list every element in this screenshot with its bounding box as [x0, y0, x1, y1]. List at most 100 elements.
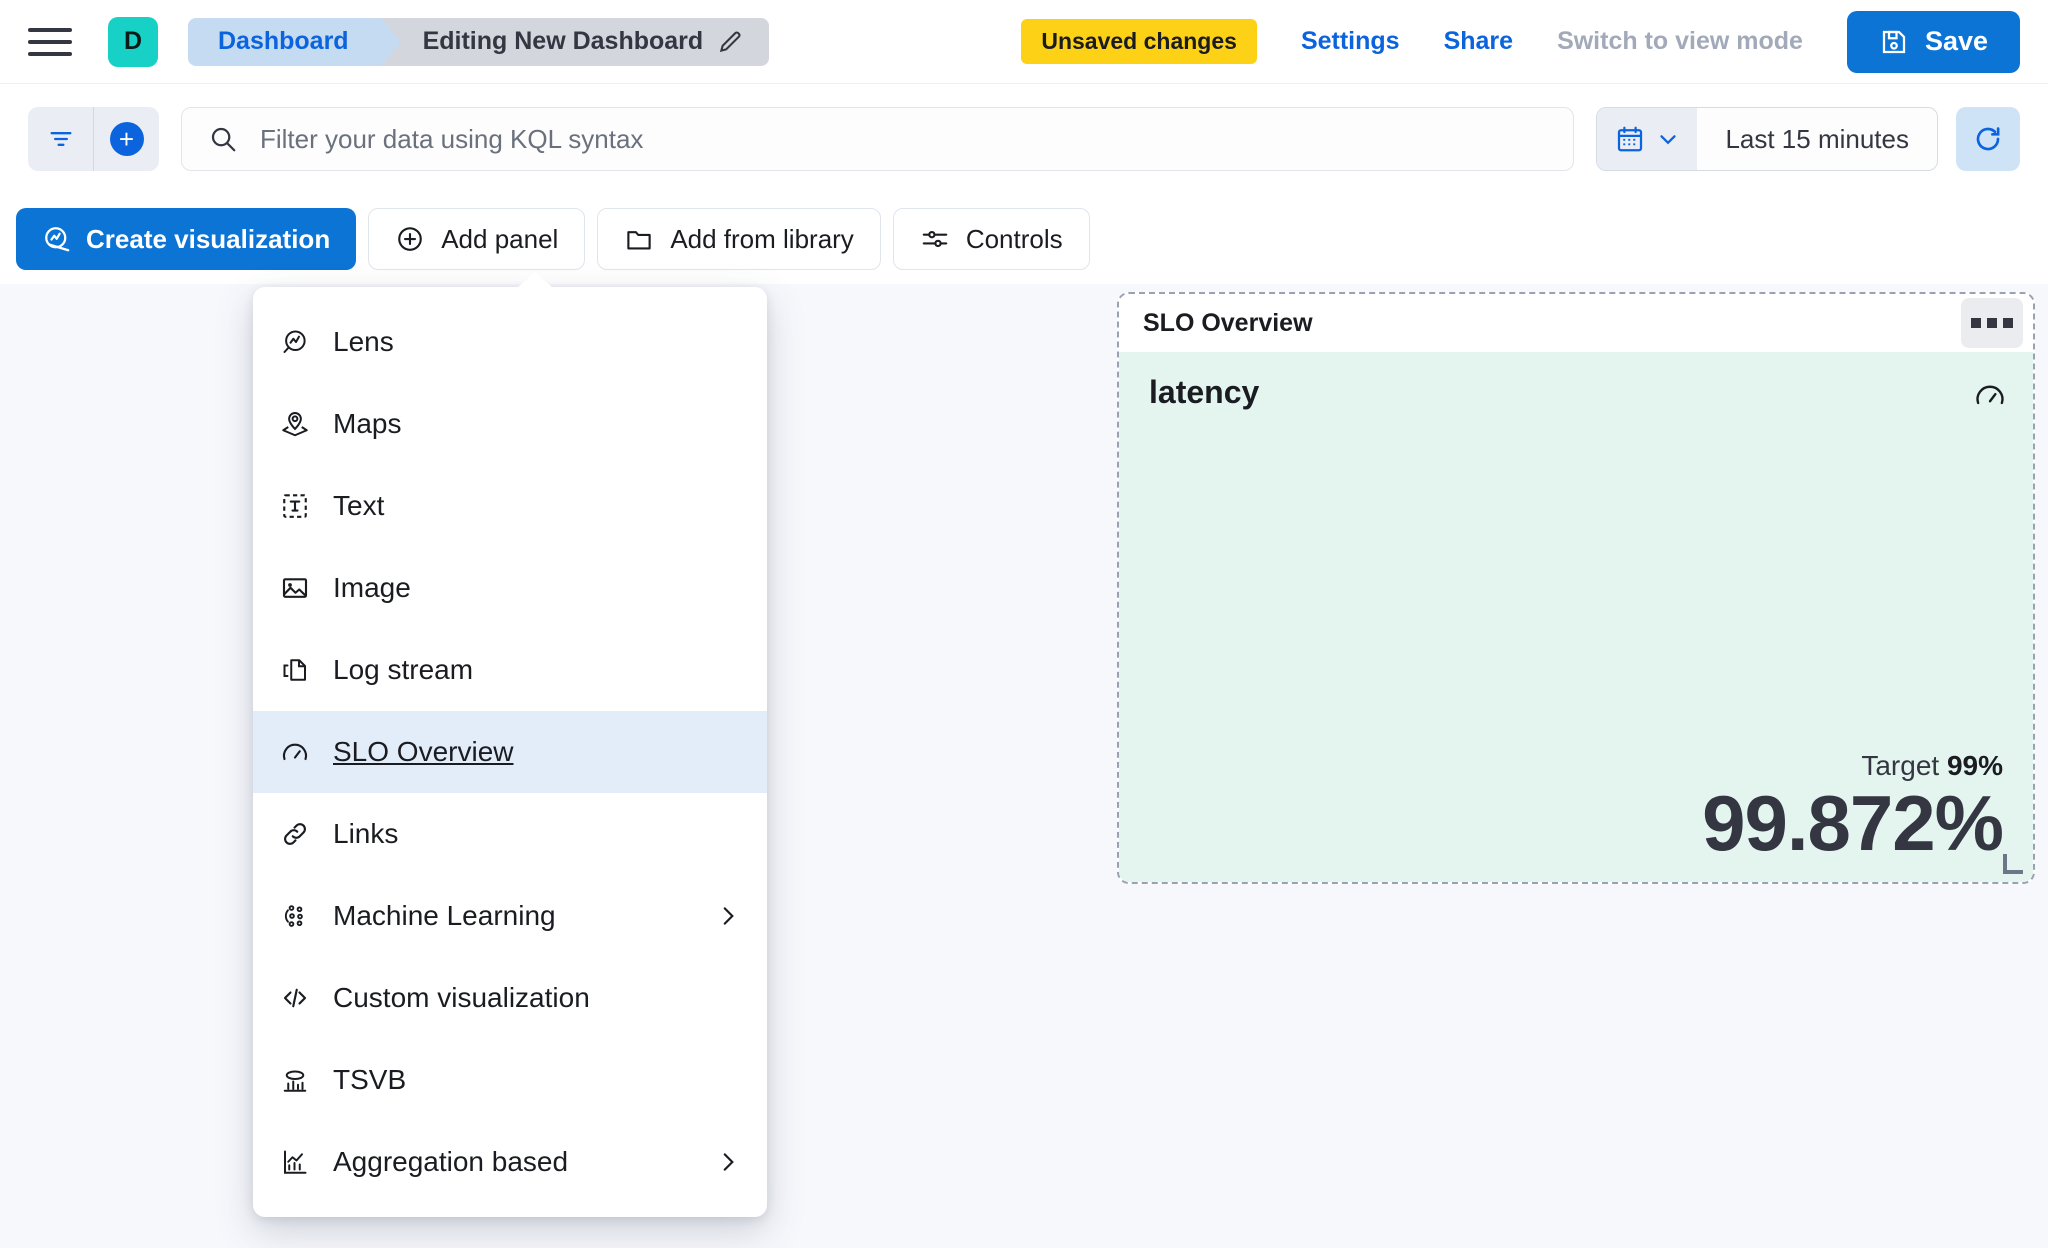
- date-picker: Last 15 minutes: [1596, 107, 1938, 171]
- menu-item-label: Aggregation based: [333, 1146, 569, 1177]
- slo-target-label: Target: [1861, 750, 1940, 782]
- slo-panel-body: latency Target 99% 99.872%: [1119, 352, 2033, 882]
- three-dots-icon: [1971, 318, 1981, 328]
- panel-title: SLO Overview: [1143, 308, 1313, 337]
- folder-icon: [627, 231, 651, 250]
- space-avatar-initial: D: [123, 27, 143, 55]
- aggregation-chart-icon: [279, 1146, 311, 1178]
- three-dots-icon: [1987, 318, 1997, 328]
- menu-item-links[interactable]: Links: [253, 793, 767, 875]
- breadcrumb-current[interactable]: Editing New Dashboard: [380, 17, 770, 66]
- text-box-icon: [279, 490, 311, 522]
- sliders-icon: [922, 230, 948, 248]
- log-stream-icon: [279, 654, 311, 686]
- slo-sli-value: 99.872%: [1702, 779, 2004, 868]
- menu-item-label: Maps: [333, 408, 402, 439]
- save-button-label: Save: [1924, 26, 1988, 56]
- save-disk-icon: [1882, 30, 1906, 53]
- chevron-down-icon: [1660, 135, 1677, 145]
- create-visualization-label: Create visualization: [86, 223, 331, 254]
- popover-arrow-icon: [517, 272, 553, 288]
- menu-item-slo-overview[interactable]: SLO Overview: [253, 711, 767, 793]
- code-icon: [279, 982, 311, 1014]
- unsaved-changes-badge[interactable]: Unsaved changes: [1021, 19, 1257, 64]
- header-actions: Unsaved changes Settings Share Switch to…: [1021, 10, 2048, 73]
- menu-item-log-stream[interactable]: Log stream: [253, 629, 767, 711]
- resize-handle-icon[interactable]: [2003, 854, 2023, 874]
- date-range-value[interactable]: Last 15 minutes: [1725, 123, 1909, 154]
- filter-icon: [50, 132, 72, 146]
- link-icon: [279, 818, 311, 850]
- three-dots-icon: [2003, 318, 2013, 328]
- menu-item-machine-learning[interactable]: Machine Learning: [253, 875, 767, 957]
- slo-overview-panel[interactable]: SLO Overview latency Target 99%: [1117, 292, 2035, 884]
- date-quick-select-button[interactable]: [1597, 108, 1698, 170]
- panel-context-menu-button[interactable]: [1961, 298, 2023, 348]
- panel-header: SLO Overview: [1119, 294, 2033, 352]
- menu-item-text[interactable]: Text: [253, 465, 767, 547]
- query-bar: + Filter your data using KQL syntax Last…: [0, 84, 2048, 194]
- search-input[interactable]: Filter your data using KQL syntax: [181, 107, 1575, 171]
- refresh-button[interactable]: [1956, 107, 2020, 171]
- chevron-right-icon: [723, 907, 734, 925]
- add-panel-label: Add panel: [441, 223, 559, 254]
- plus-circle-outline-icon: [398, 227, 423, 251]
- menu-item-label: Image: [333, 572, 411, 603]
- search-icon: [211, 127, 236, 152]
- add-from-library-label: Add from library: [670, 223, 854, 254]
- add-panel-button[interactable]: Add panel: [368, 208, 586, 270]
- filter-group-divider: [93, 107, 94, 171]
- slo-target-value: 99%: [1946, 750, 2003, 782]
- pencil-icon[interactable]: [717, 29, 743, 55]
- breadcrumb: Dashboard Editing New Dashboard: [188, 17, 770, 66]
- lens-icon: [45, 227, 70, 252]
- slo-target: Target 99%: [1149, 750, 2003, 782]
- create-visualization-button[interactable]: Create visualization: [16, 208, 357, 270]
- gauge-icon: [1976, 385, 2004, 405]
- breadcrumb-dashboard[interactable]: Dashboard: [188, 17, 383, 66]
- slo-name: latency: [1149, 374, 1260, 410]
- menu-item-label: TSVB: [333, 1064, 407, 1095]
- plus-circle-icon: +: [109, 122, 144, 156]
- add-from-library-button[interactable]: Add from library: [597, 208, 881, 270]
- search-input-placeholder: Filter your data using KQL syntax: [260, 123, 644, 154]
- space-avatar[interactable]: D: [108, 16, 158, 67]
- map-pin-layers-icon: [279, 408, 311, 440]
- menu-item-label: Text: [333, 490, 385, 521]
- menu-item-lens[interactable]: Lens: [253, 301, 767, 383]
- menu-item-label: Log stream: [333, 654, 474, 685]
- save-button[interactable]: Save: [1846, 10, 2020, 73]
- editing-toolbar: Create visualization Add panel Add from …: [0, 194, 2048, 284]
- breadcrumb-dashboard-label: Dashboard: [218, 27, 349, 55]
- slo-body-spacer: [1149, 411, 2003, 750]
- dashboard-canvas: Lens Maps: [0, 272, 2048, 1248]
- gauge-icon: [279, 736, 311, 768]
- machine-learning-icon: [279, 900, 311, 932]
- menu-item-image[interactable]: Image: [253, 547, 767, 629]
- menu-item-label: Machine Learning: [333, 900, 556, 931]
- hamburger-menu-icon[interactable]: [28, 20, 74, 64]
- filter-options-button[interactable]: [28, 107, 93, 171]
- controls-button[interactable]: Controls: [892, 208, 1090, 270]
- menu-item-label: Lens: [333, 326, 394, 357]
- menu-item-custom-visualization[interactable]: Custom visualization: [253, 957, 767, 1039]
- chevron-right-icon: [723, 1153, 734, 1171]
- menu-item-tsvb[interactable]: TSVB: [253, 1039, 767, 1121]
- add-filter-button[interactable]: +: [94, 107, 159, 171]
- calendar-icon: [1618, 126, 1643, 152]
- global-header: D Dashboard Editing New Dashboard Unsave…: [0, 0, 2048, 84]
- menu-item-label: Links: [333, 818, 399, 849]
- tsvb-chart-icon: [279, 1064, 311, 1096]
- breadcrumb-separator-icon: [380, 17, 401, 66]
- menu-item-aggregation-based[interactable]: Aggregation based: [253, 1121, 767, 1203]
- image-icon: [279, 572, 311, 604]
- settings-link[interactable]: Settings: [1300, 27, 1400, 55]
- menu-item-label: SLO Overview: [333, 736, 514, 767]
- menu-item-maps[interactable]: Maps: [253, 383, 767, 465]
- breadcrumb-current-label: Editing New Dashboard: [422, 27, 704, 55]
- share-link[interactable]: Share: [1443, 27, 1514, 55]
- refresh-icon: [1976, 127, 2000, 151]
- switch-to-view-mode-link[interactable]: Switch to view mode: [1557, 27, 1803, 55]
- controls-label: Controls: [965, 223, 1063, 254]
